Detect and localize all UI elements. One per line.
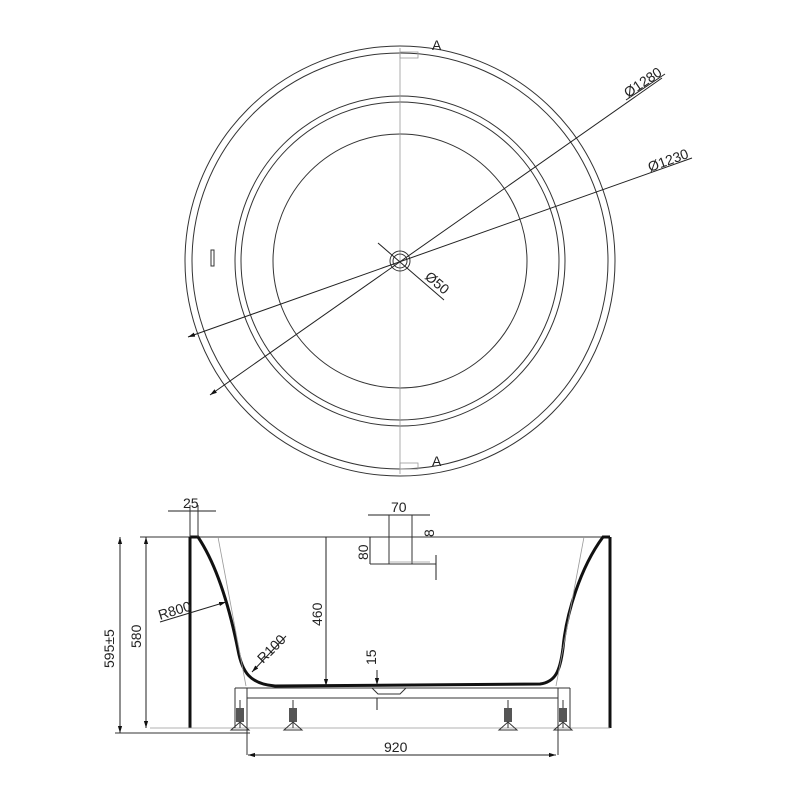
drain-inner [392,253,408,269]
dim-line-inner-radius [251,635,287,673]
foot-1 [229,700,251,731]
drain-bump [371,687,407,695]
dim-body-height: 580 [128,624,144,648]
dim-inner-diameter: Ø1230 [646,145,691,174]
section-label-top: A [432,37,442,53]
dim-interior-depth: 460 [309,602,325,626]
top-view: A A Ø1280 Ø1230 Ø50 [184,37,693,477]
dim-overflow-width: 70 [391,499,407,515]
section-mark-bottom [399,462,419,470]
drain-outer [389,250,411,272]
dim-rim-width: 25 [183,495,199,511]
dim-line-outer-radius [159,601,227,623]
dim-overall-height: 595±5 [101,629,117,668]
guide-line-right [555,536,585,687]
basin-profile [190,535,610,688]
dim-underline-outer [625,73,666,101]
dim-line-inner-diameter [187,157,693,338]
dim-inner-radius: R100 [254,631,289,666]
outer-rim-circle [184,45,616,477]
overflow-slot-icon [210,249,215,267]
section-label-bottom: A [432,453,442,469]
side-view: 25 595±5 580 R800 R100 460 15 70 80 8 [101,495,612,758]
dim-overflow-offset: 8 [421,529,437,537]
dim-drain-diameter: Ø50 [422,268,453,297]
foot-2 [282,700,304,731]
dim-outer-diameter: Ø1280 [621,64,665,101]
dim-line-outer-diameter [209,77,663,396]
dim-base-width: 920 [384,739,408,755]
section-mark-top [399,51,419,59]
guide-line-left [217,536,247,687]
dim-overflow-height: 80 [355,544,371,560]
foot-4 [552,700,574,731]
dim-line-drain [377,242,445,301]
dim-floor-thickness: 15 [363,649,379,665]
foot-3 [497,700,519,731]
dim-outer-radius: R800 [156,598,193,623]
